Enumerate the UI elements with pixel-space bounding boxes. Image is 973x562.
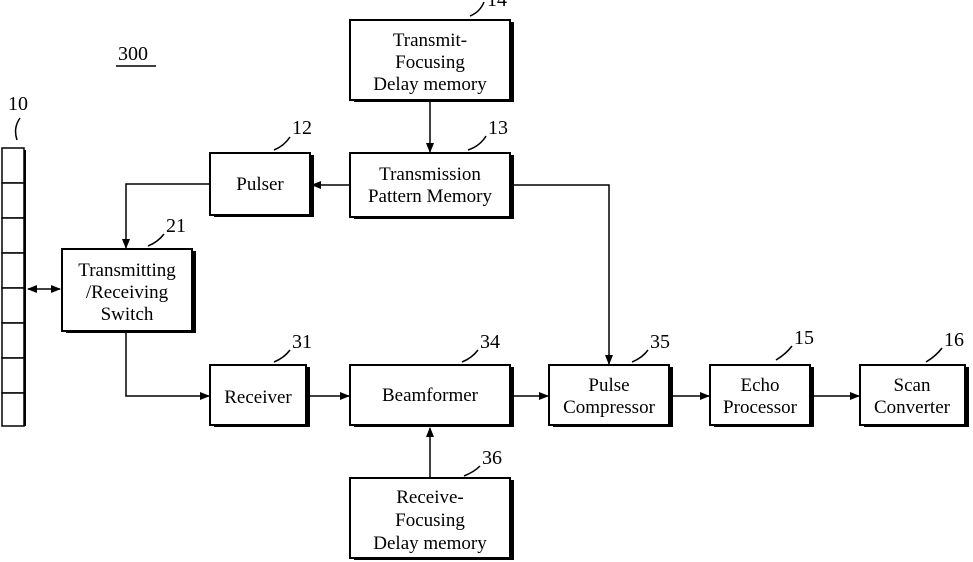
tr-switch-ref: 21 bbox=[166, 215, 186, 237]
array-ref: 10 bbox=[8, 93, 28, 115]
beamformer-ref: 34 bbox=[480, 331, 500, 353]
transducer-array bbox=[2, 148, 26, 426]
svg-text:Compressor: Compressor bbox=[563, 397, 656, 418]
figure-label: 300 bbox=[118, 43, 148, 65]
svg-text:Beamformer: Beamformer bbox=[382, 385, 479, 406]
pulser-ref: 12 bbox=[292, 117, 312, 139]
pulse-compressor-block: Pulse Compressor bbox=[549, 365, 673, 427]
svg-text:Processor: Processor bbox=[723, 397, 798, 418]
receiver-block: Receiver bbox=[210, 365, 310, 427]
svg-text:Transmit-: Transmit- bbox=[393, 30, 467, 51]
arrow-tpm-to-compressor bbox=[512, 185, 609, 364]
svg-text:Converter: Converter bbox=[874, 397, 951, 418]
arrow-switch-to-receiver bbox=[126, 333, 209, 396]
receive-focusing-block: Receive- Focusing Delay memory bbox=[350, 478, 514, 560]
array-ref-leader bbox=[16, 118, 20, 140]
svg-text:/Receiving: /Receiving bbox=[86, 282, 169, 303]
svg-text:Receive-: Receive- bbox=[396, 487, 464, 508]
svg-text:Switch: Switch bbox=[101, 304, 154, 325]
svg-text:Receiver: Receiver bbox=[224, 387, 292, 408]
transmit-focusing-ref: 14 bbox=[487, 0, 507, 11]
receiver-ref: 31 bbox=[292, 331, 312, 353]
scan-converter-block: Scan Converter bbox=[860, 365, 969, 427]
transmission-pattern-ref: 13 bbox=[488, 117, 508, 139]
echo-processor-block: Echo Processor bbox=[710, 365, 814, 427]
svg-text:Transmission: Transmission bbox=[379, 164, 481, 185]
svg-text:Pattern Memory: Pattern Memory bbox=[368, 186, 493, 207]
scan-converter-ref: 16 bbox=[944, 329, 964, 351]
svg-text:Echo: Echo bbox=[740, 375, 779, 396]
pulser-block: Pulser bbox=[210, 153, 314, 217]
transmit-focusing-block: Transmit- Focusing Delay memory bbox=[350, 20, 514, 102]
svg-text:Delay memory: Delay memory bbox=[373, 533, 487, 554]
receive-focusing-ref: 36 bbox=[482, 447, 502, 469]
svg-text:Delay memory: Delay memory bbox=[373, 74, 487, 95]
pulse-compressor-ref: 35 bbox=[650, 331, 670, 353]
svg-text:Pulse: Pulse bbox=[588, 375, 629, 396]
svg-text:Pulser: Pulser bbox=[236, 174, 284, 195]
transmission-pattern-block: Transmission Pattern Memory bbox=[350, 153, 514, 219]
echo-processor-ref: 15 bbox=[794, 327, 814, 349]
svg-text:Focusing: Focusing bbox=[395, 510, 465, 531]
svg-text:Transmitting: Transmitting bbox=[78, 260, 176, 281]
tr-switch-block: Transmitting /Receiving Switch bbox=[62, 249, 196, 333]
svg-text:Focusing: Focusing bbox=[395, 52, 465, 73]
beamformer-block: Beamformer bbox=[350, 365, 514, 427]
svg-text:Scan: Scan bbox=[894, 375, 931, 396]
